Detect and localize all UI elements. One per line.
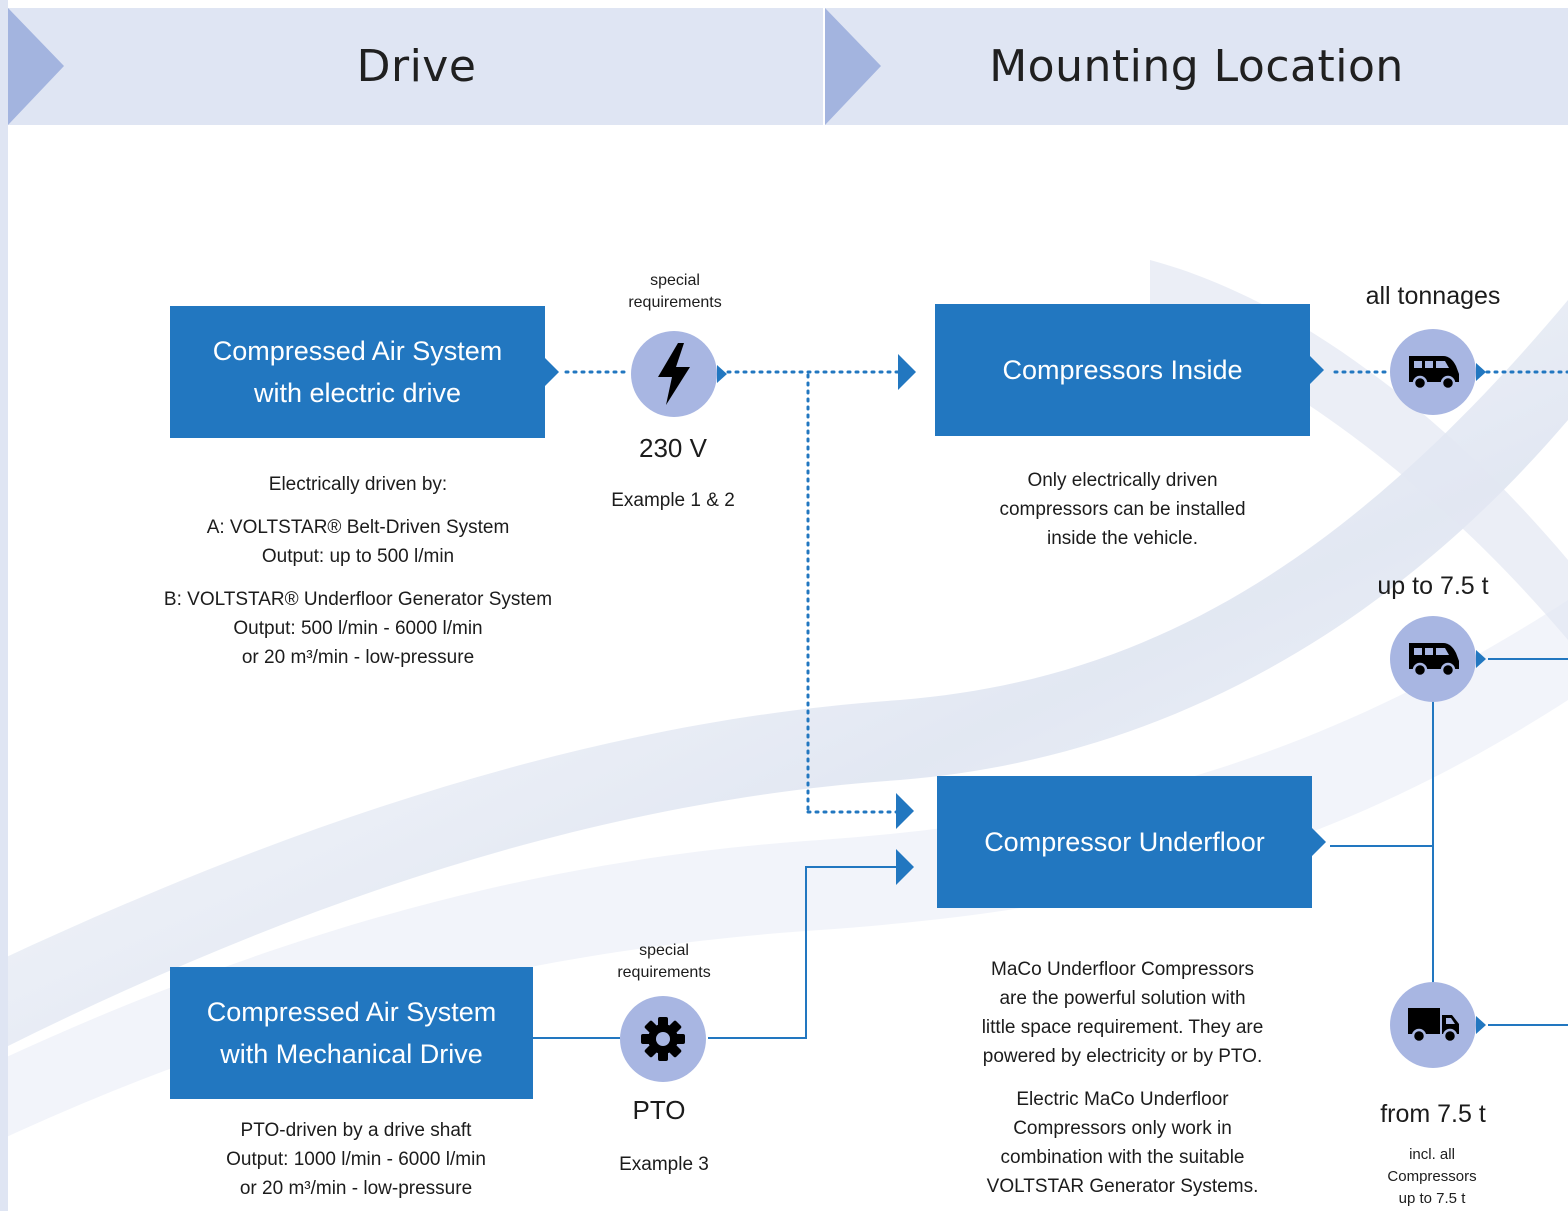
electric-box-line2: with electric drive xyxy=(253,378,462,408)
compressors-inside-label: Compressors Inside xyxy=(1002,355,1243,385)
note-line-1: incl. all xyxy=(1409,1146,1455,1163)
underfloor-p1-4: powered by electricity or by PTO. xyxy=(982,1046,1263,1067)
electric-example-label: Example 1 & 2 xyxy=(611,490,735,511)
circle-pointer xyxy=(1476,650,1486,668)
electric-drive-box: Compressed Air System with electric driv… xyxy=(170,306,559,438)
compressor-underfloor-label: Compressor Underfloor xyxy=(984,827,1265,857)
mechanical-description: PTO-driven by a drive shaft Output: 1000… xyxy=(150,1116,562,1203)
box-pointer xyxy=(545,358,559,386)
header-mounting: Mounting Location xyxy=(825,8,1568,125)
voltage-label: 230 V xyxy=(639,433,707,463)
from-7-5t-note: incl. all Compressors up to 7.5 t xyxy=(1362,1144,1502,1210)
header-mounting-label: Mounting Location xyxy=(989,41,1404,92)
arrow-into-underfloor-mechanical xyxy=(896,849,914,885)
underfloor-p1-3: little space requirement. They are xyxy=(981,1017,1264,1038)
electric-desc-a2: Output: up to 500 l/min xyxy=(261,546,455,567)
compressor-underfloor-box: Compressor Underfloor xyxy=(937,776,1326,908)
special-label: special xyxy=(639,942,689,959)
inside-desc-3: inside the vehicle. xyxy=(1046,528,1199,549)
mechanical-drive-circle xyxy=(620,996,706,1082)
gear-icon xyxy=(641,1017,685,1061)
up-to-7-5t-label: up to 7.5 t xyxy=(1377,572,1489,600)
underfloor-p1-1: MaCo Underfloor Compressors xyxy=(991,959,1254,980)
electric-description: Electrically driven by: A: VOLTSTAR® Bel… xyxy=(120,470,596,672)
inside-desc-1: Only electrically driven xyxy=(1027,470,1218,491)
from-7-5t-circle xyxy=(1390,982,1486,1068)
underfloor-p2-2: Compressors only work in xyxy=(1013,1118,1232,1139)
note-line-3: up to 7.5 t xyxy=(1398,1190,1466,1207)
underfloor-p2-4: VOLTSTAR Generator Systems. xyxy=(986,1176,1259,1197)
electric-desc-b2: Output: 500 l/min - 6000 l/min xyxy=(233,618,483,639)
van-icon xyxy=(1409,356,1459,391)
electric-box-line1: Compressed Air System xyxy=(212,336,503,366)
van-icon xyxy=(1409,643,1459,678)
mechanical-special-requirements: special requirements xyxy=(594,940,734,984)
header-arrow xyxy=(825,8,881,125)
box-pointer xyxy=(1310,356,1324,384)
pto-label: PTO xyxy=(632,1095,686,1125)
solid-connector xyxy=(708,866,898,1039)
header-drive-label: Drive xyxy=(356,41,477,92)
box-pointer xyxy=(1312,828,1326,856)
requirements-label: requirements xyxy=(617,964,711,981)
mechanical-desc-2: Output: 1000 l/min - 6000 l/min xyxy=(226,1149,486,1170)
truck-icon xyxy=(1408,1008,1459,1044)
up-to-7-5t-circle xyxy=(1390,616,1486,702)
compressors-inside-box: Compressors Inside xyxy=(935,304,1324,436)
circle-pointer xyxy=(717,365,727,383)
inside-desc-2: compressors can be installed xyxy=(999,499,1246,520)
left-edge-strip xyxy=(0,0,8,1211)
electric-desc-b1: B: VOLTSTAR® Underfloor Generator System xyxy=(163,589,553,610)
header-arrow xyxy=(8,8,64,125)
underfloor-p2-1: Electric MaCo Underfloor xyxy=(1016,1089,1229,1110)
electric-desc-a1: A: VOLTSTAR® Belt-Driven System xyxy=(206,517,510,538)
mechanical-desc-3: or 20 m³/min - low-pressure xyxy=(239,1178,473,1199)
underfloor-p2-3: combination with the suitable xyxy=(1000,1147,1245,1168)
circle-pointer xyxy=(1476,363,1486,381)
electric-desc-b3: or 20 m³/min - low-pressure xyxy=(241,647,475,668)
inside-description: Only electrically driven compressors can… xyxy=(950,466,1295,553)
mechanical-box-line1: Compressed Air System xyxy=(206,997,497,1027)
requirements-label: requirements xyxy=(628,294,722,311)
note-line-2: Compressors xyxy=(1387,1168,1477,1185)
special-label: special xyxy=(650,272,700,289)
electric-desc-title: Electrically driven by: xyxy=(268,474,448,495)
electric-drive-circle xyxy=(631,331,727,417)
from-7-5t-label: from 7.5 t xyxy=(1380,1100,1486,1128)
underfloor-description: MaCo Underfloor Compressors are the powe… xyxy=(940,955,1305,1201)
lightning-bolt-icon xyxy=(658,343,690,405)
electric-special-requirements: special requirements xyxy=(605,270,745,314)
all-tonnages-circle xyxy=(1390,329,1486,415)
all-tonnages-label: all tonnages xyxy=(1365,282,1501,310)
mechanical-box-line2: with Mechanical Drive xyxy=(220,1039,483,1069)
mechanical-desc-1: PTO-driven by a drive shaft xyxy=(240,1120,472,1141)
arrow-into-inside xyxy=(898,354,916,390)
circle-pointer xyxy=(1476,1016,1486,1034)
underfloor-p1-2: are the powerful solution with xyxy=(999,988,1246,1009)
arrow-into-underfloor-electric xyxy=(896,793,914,829)
header-drive: Drive xyxy=(8,8,823,125)
mechanical-example-label: Example 3 xyxy=(619,1154,709,1175)
mechanical-drive-box: Compressed Air System with Mechanical Dr… xyxy=(170,967,533,1099)
